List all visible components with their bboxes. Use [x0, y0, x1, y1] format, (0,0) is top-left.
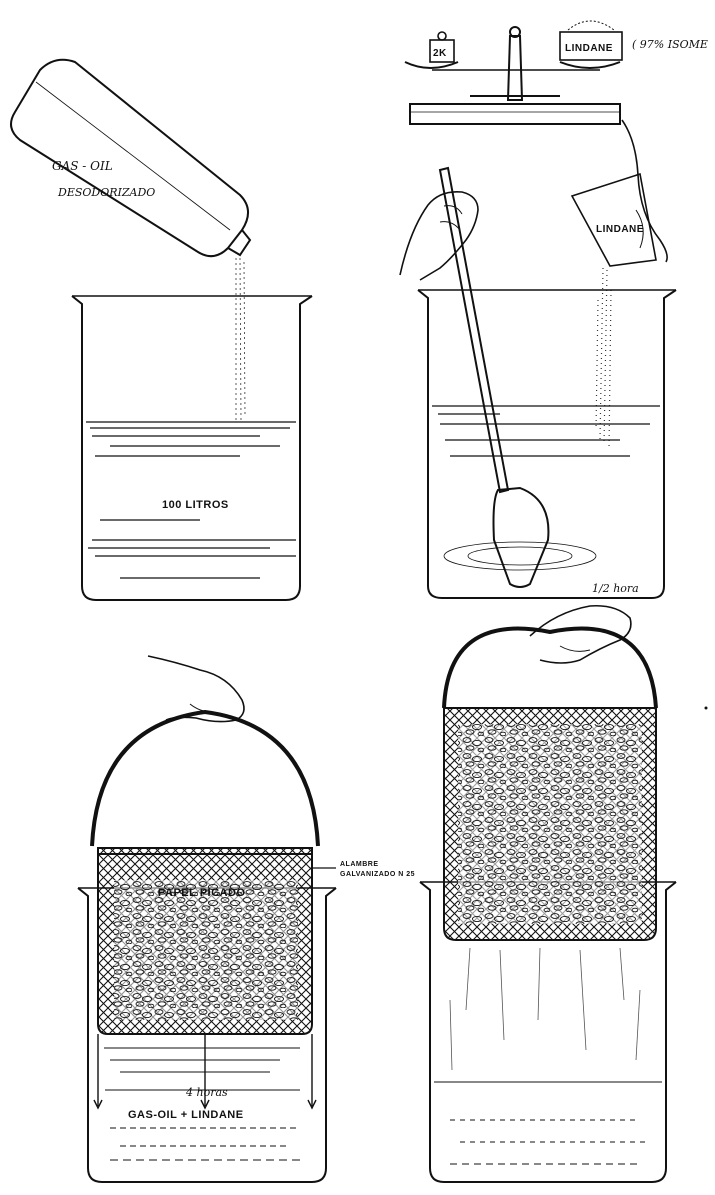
package-label: LINDANE [565, 43, 613, 54]
stray-mark [705, 707, 708, 710]
panel-drain-basket [420, 606, 676, 1182]
basket-2 [444, 708, 656, 940]
bottle-label-line2: DESODORIZADO [57, 186, 155, 199]
purity-label: ( 97% ISOME [632, 38, 708, 51]
bag-label: LINDANE [596, 224, 644, 235]
soak-time-label: 4 horas [185, 1086, 228, 1099]
basket-handle-2 [444, 629, 656, 708]
liquid-label: GAS-OIL + LINDANE [128, 1109, 244, 1121]
lindane-bag [572, 174, 656, 266]
panel-soak-basket: ALAMBRE GALVANIZADO N 25 PAPEL PICADO 4 … [78, 656, 415, 1182]
basket-handle-1 [92, 712, 318, 846]
paper-label: PAPEL PICADO [158, 887, 246, 899]
drip-lines [450, 948, 640, 1070]
beaker-1 [72, 296, 312, 600]
wire-label-line1: ALAMBRE [340, 861, 379, 868]
panel-pour-gasoil: GAS - OIL DESODORIZADO 100 LITROS [11, 60, 312, 600]
pour-stream [236, 258, 245, 420]
stir-time-label: 1/2 hora [592, 582, 639, 595]
liquid-lines-4 [434, 1082, 662, 1164]
volume-label: 100 LITROS [162, 499, 229, 511]
bottle-label-line1: GAS - OIL [52, 159, 113, 173]
wire-label-line2: GALVANIZADO N 25 [340, 871, 415, 878]
panel-mix-lindane: 2K LINDANE ( 97% ISOME LINDANE [400, 21, 708, 598]
weight-label: 2K [433, 48, 447, 59]
bottle [11, 60, 250, 256]
basket-1 [98, 848, 312, 1034]
lindane-package [560, 21, 622, 60]
balance-scale [405, 27, 620, 124]
powder-stream [596, 268, 611, 450]
stirring-paddle [440, 168, 548, 587]
beaker-2 [418, 290, 676, 598]
liquid-lines-3 [104, 1048, 300, 1160]
hand-right [622, 120, 667, 262]
